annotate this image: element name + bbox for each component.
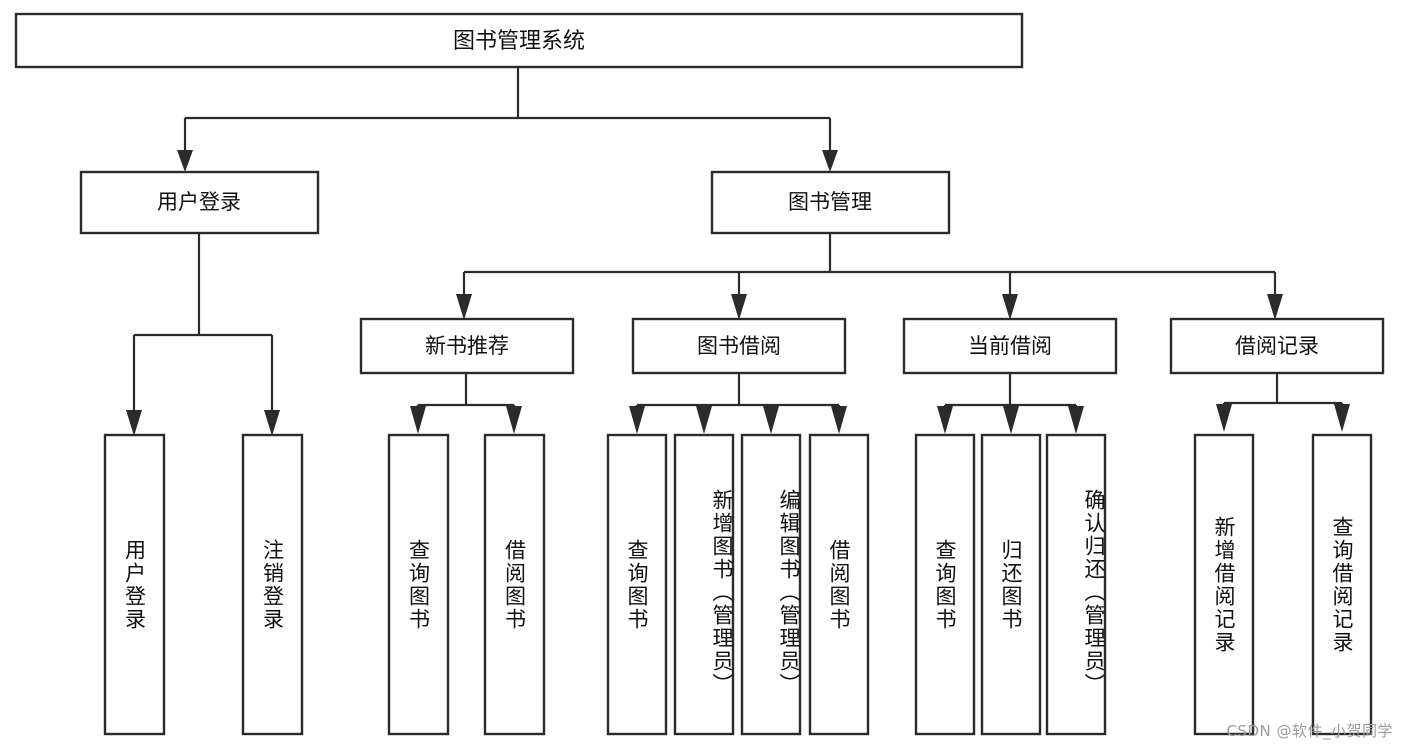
node-leaf-logout-login-box[interactable] [241,433,304,736]
arrow-head-current-borrow [1002,294,1018,320]
arrow-head-borrow-record [1267,294,1283,320]
node-current-borrow-box[interactable] [902,317,1118,375]
node-book-borrow-label: 图书借阅 [697,334,781,358]
arrow-head-leaf-return-book [1003,406,1019,434]
arrow-head-leaf-logout-login [264,410,280,436]
node-borrow-record-label: 借阅记录 [1235,334,1319,358]
arrow-head-leaf-borrow-book-2 [831,406,847,434]
arrow-head-leaf-edit-book [763,406,779,434]
node-borrow-record-box[interactable] [1169,317,1385,375]
arrow-head-leaf-query-record [1334,404,1350,432]
arrow-head-leaf-add-record [1216,404,1232,432]
node-current-borrow-label: 当前借阅 [968,334,1052,358]
node-book-manage-box[interactable] [710,170,951,235]
node-leaf-return-book-box[interactable] [980,433,1042,736]
arrow-head-leaf-query-book-2 [629,406,645,434]
arrow-head-new-book-recommend [456,294,472,320]
node-leaf-query-book-2-box[interactable] [606,433,668,736]
node-new-book-recommend-label: 新书推荐 [425,334,509,358]
arrow-head-book-manage [822,150,838,172]
node-leaf-add-record-box[interactable] [1193,433,1255,736]
arrowheads-layer [126,150,1350,436]
arrow-head-leaf-confirm-return [1068,406,1084,434]
node-leaf-query-book-1-box[interactable] [387,433,450,736]
node-leaf-confirm-return-box[interactable] [1045,433,1107,736]
arrow-head-leaf-query-book-3 [937,406,953,434]
node-leaf-query-record-box[interactable] [1311,433,1373,736]
node-leaf-borrow-book-2-box[interactable] [808,433,870,736]
node-leaf-user-login-box[interactable] [103,433,166,736]
node-leaf-borrow-book-1-box[interactable] [483,433,546,736]
node-book-manage-label: 图书管理 [788,190,872,214]
nodes-layer: 图书管理系统 用户登录 图书管理 新书推荐 图书借阅 当前借阅 借阅记录 [14,12,1385,736]
arrow-head-user-login [177,150,193,172]
arrow-head-leaf-query-book-1 [410,406,426,434]
watermark-text: CSDN @软件_小贺同学 [1226,722,1393,740]
node-leaf-query-book-3-box[interactable] [914,433,976,736]
node-leaf-edit-book-box[interactable] [740,433,802,736]
arrow-head-leaf-borrow-book-1 [506,406,522,434]
node-leaf-add-book-box[interactable] [673,433,735,736]
node-new-book-recommend-box[interactable] [359,317,575,375]
arrow-head-leaf-add-book [696,406,712,434]
node-user-login-label: 用户登录 [157,190,241,214]
arrow-head-leaf-user-login [126,410,142,436]
node-root-label: 图书管理系统 [453,29,585,54]
arrow-head-book-borrow [731,294,747,320]
node-root-box[interactable] [14,12,1024,69]
node-user-login-box[interactable] [79,170,320,235]
node-book-borrow-box[interactable] [631,317,847,375]
